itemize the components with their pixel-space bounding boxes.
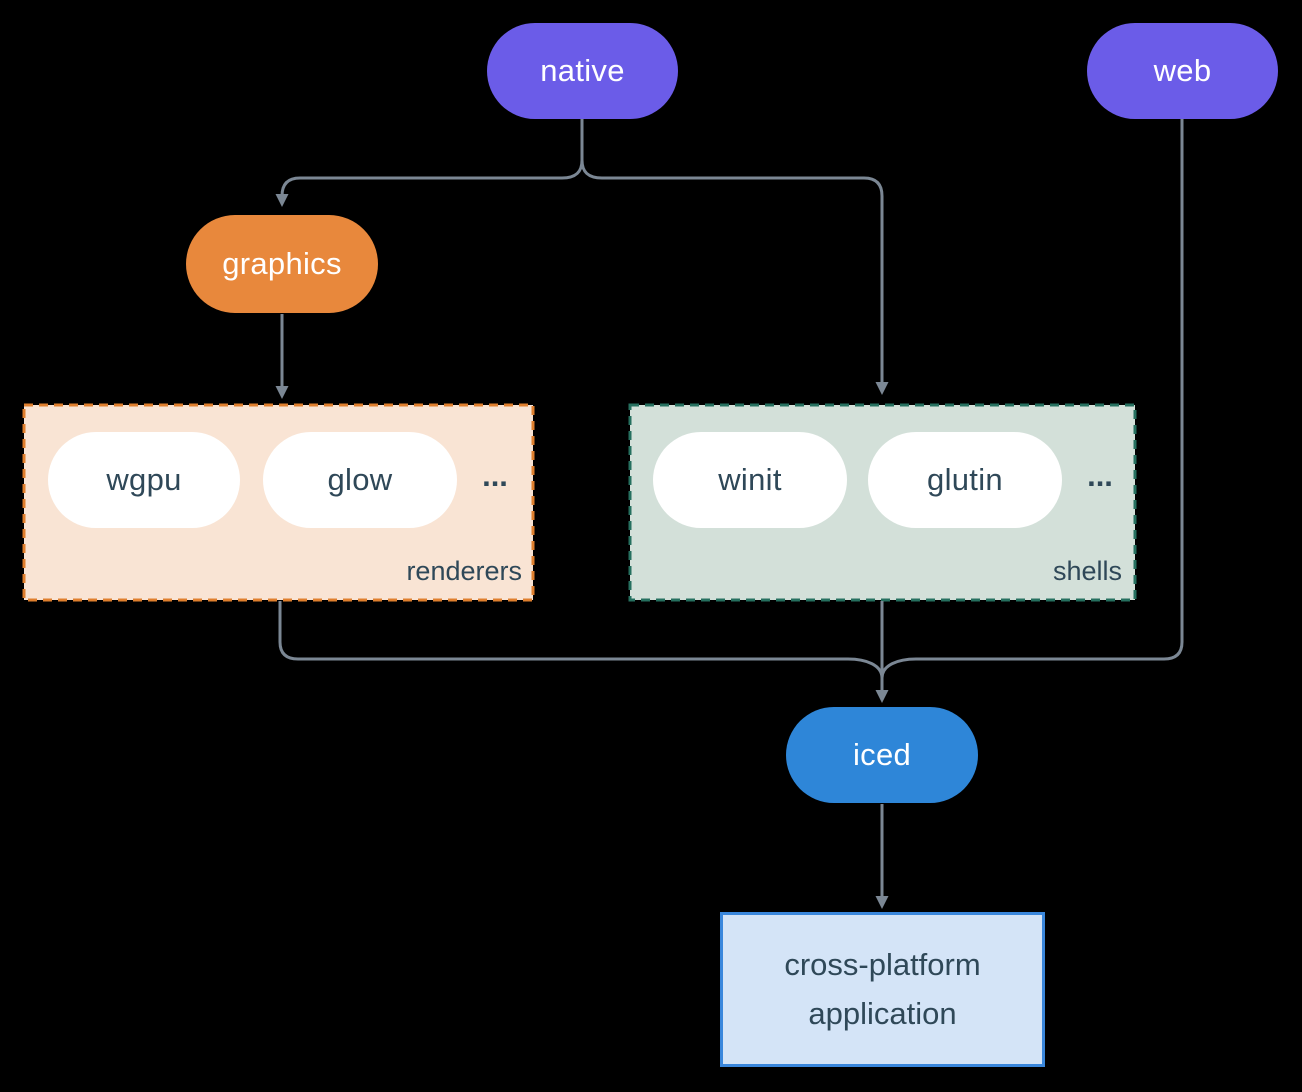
node-application-label: cross-platform application bbox=[784, 947, 981, 1031]
edge-native-graphics bbox=[275, 119, 584, 208]
node-native-label: native bbox=[540, 53, 625, 88]
edge-web-iced bbox=[880, 119, 1184, 679]
edge-renderers-iced bbox=[278, 601, 884, 679]
shells-ellipsis: ... bbox=[1087, 458, 1113, 493]
node-application: cross-platform application bbox=[720, 912, 1045, 1067]
node-glow: glow bbox=[263, 432, 457, 528]
node-iced: iced bbox=[786, 707, 978, 803]
node-wgpu-label: wgpu bbox=[106, 462, 182, 497]
node-iced-label: iced bbox=[852, 737, 912, 772]
node-graphics: graphics bbox=[186, 215, 378, 313]
node-winit-label: winit bbox=[718, 462, 782, 497]
node-wgpu: wgpu bbox=[48, 432, 240, 528]
node-glutin: glutin bbox=[868, 432, 1062, 528]
group-label-shells: shells bbox=[1052, 556, 1122, 586]
node-graphics-label: graphics bbox=[222, 246, 342, 281]
group-label-renderers: renderers bbox=[406, 556, 522, 586]
node-glow-label: glow bbox=[327, 462, 393, 497]
node-web: web bbox=[1087, 23, 1278, 119]
edge-native-shells bbox=[580, 119, 889, 396]
node-web-label: web bbox=[1153, 53, 1212, 88]
node-native: native bbox=[487, 23, 678, 119]
renderers-ellipsis: ... bbox=[482, 458, 508, 493]
node-winit: winit bbox=[653, 432, 847, 528]
node-glutin-label: glutin bbox=[927, 462, 1003, 497]
